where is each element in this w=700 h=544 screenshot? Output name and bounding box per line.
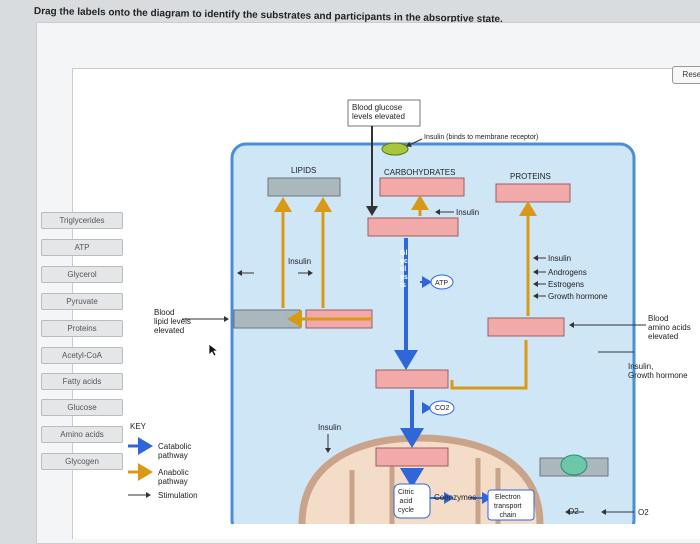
drag-label-pyruvate[interactable]: Pyruvate <box>41 293 123 310</box>
carbohydrates-label: CARBOHYDRATES <box>384 168 456 177</box>
hormone-estrogens-text: Estrogens <box>548 280 585 289</box>
glucose-box <box>367 217 459 237</box>
key-catabolic: Catabolic pathway <box>158 442 192 460</box>
o2-text-left: O2 <box>568 507 579 516</box>
atp-text: ATP <box>435 280 449 287</box>
metabolism-diagram <box>128 99 646 524</box>
drag-label-glucose[interactable]: Glucose <box>41 399 123 416</box>
mouse-pointer-icon <box>208 343 218 357</box>
drag-label-glycogen[interactable]: Glycogen <box>41 453 123 470</box>
carbohydrates-box <box>379 177 465 197</box>
drag-label-acetyl-coa[interactable]: Acetyl-CoA <box>41 347 123 364</box>
insulin-mito-text: Insulin <box>318 423 342 432</box>
blood-glucose-text: Blood glucose levels elevated <box>352 103 405 121</box>
proteins-box <box>495 183 571 203</box>
lipids-box <box>267 177 341 197</box>
hormone-insulin-text: Insulin <box>548 254 572 263</box>
lipids-label: LIPIDS <box>291 166 317 175</box>
reset-button[interactable]: Reset <box>672 66 700 84</box>
key-stimulation: Stimulation <box>158 491 198 500</box>
acetyl-coa-box <box>375 447 449 467</box>
drag-label-glycerol[interactable]: Glycerol <box>41 266 123 283</box>
insulin-receptor <box>381 142 409 156</box>
hormone-growth-text: Growth hormone <box>548 292 608 301</box>
cell-outline <box>230 142 636 524</box>
electron-transport-box <box>487 489 535 521</box>
blood-amino-text: Blood amino acids elevated <box>648 314 691 341</box>
drag-label-amino-acids[interactable]: Amino acids <box>41 426 123 443</box>
proteins-label: PROTEINS <box>510 172 551 181</box>
insulin-lipid-text: Insulin <box>288 257 312 266</box>
hormone-androgens-text: Androgens <box>548 268 587 277</box>
co2-text: CO2 <box>435 405 450 412</box>
key-anabolic: Anabolic pathway <box>158 468 189 486</box>
atp-synthase <box>560 454 588 476</box>
insulin-binds-text: Insulin (binds to membrane receptor) <box>424 134 539 141</box>
insulin-gh-text: Insulin, Growth hormone <box>628 362 688 380</box>
drag-label-atp[interactable]: ATP <box>41 239 123 256</box>
blood-lipid-text: Blood lipid levels elevated <box>154 308 191 335</box>
glycolysis-text: Glycolysis <box>400 250 408 289</box>
etc-text: Electron transport chain <box>494 494 522 519</box>
drag-label-triglycerides[interactable]: Triglycerides <box>41 212 123 229</box>
atp-bubble <box>430 274 454 290</box>
o2-text-right: O2 <box>638 508 649 517</box>
amino-acids-box <box>487 317 565 337</box>
citric-acid-cycle-box <box>393 483 431 519</box>
drag-label-fatty-acids[interactable]: Fatty acids <box>41 373 123 390</box>
citric-acid-text: Citric acid cycle <box>398 489 414 514</box>
insulin-carb-text: Insulin <box>456 208 480 217</box>
blood-glucose-box <box>347 99 421 127</box>
co2-bubble <box>429 400 455 416</box>
drag-label-proteins[interactable]: Proteins <box>41 320 123 337</box>
pyruvate-box <box>375 369 449 389</box>
key-title: KEY <box>130 422 147 431</box>
coenzymes-text: Coenzymes <box>434 493 477 502</box>
